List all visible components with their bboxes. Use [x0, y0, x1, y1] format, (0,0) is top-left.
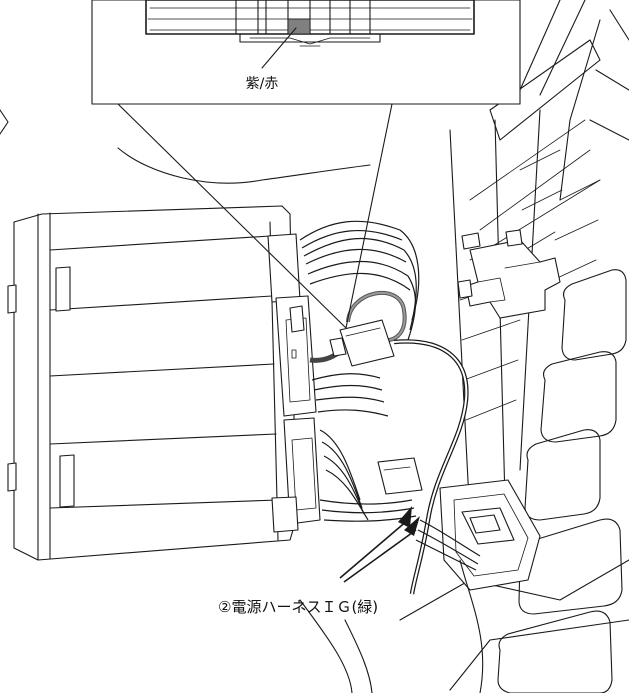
arrow-line-1	[339, 519, 409, 579]
tap-connector	[329, 319, 469, 595]
clip-bracket	[457, 229, 561, 319]
power-harness-label: ②電源ハーネスＩＧ(緑)	[218, 598, 378, 616]
diagnostic-connector	[377, 457, 541, 694]
harness-annotation: ②電源ハーネスＩＧ(緑)	[218, 506, 420, 616]
wire-bundle	[299, 220, 420, 522]
wire-color-label: 紫/赤	[246, 76, 279, 92]
unit-connectors	[267, 233, 321, 533]
pin-leader-line	[261, 27, 297, 69]
callout-leaders	[0, 103, 393, 329]
control-unit	[7, 205, 297, 561]
pinout-callout: 紫/赤	[91, 0, 521, 105]
arrow-head-2	[404, 516, 420, 536]
callout-frame	[91, 0, 521, 105]
arrow-line-2	[343, 529, 417, 583]
arrow-head-1	[398, 506, 412, 528]
highlighted-pin	[287, 18, 311, 35]
